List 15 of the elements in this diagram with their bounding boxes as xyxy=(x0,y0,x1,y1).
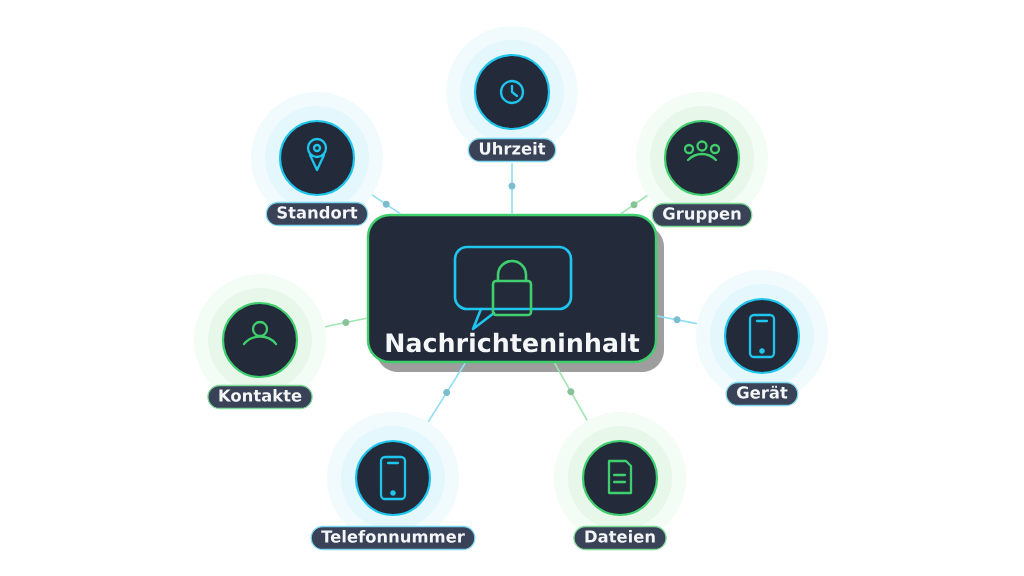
connector-line xyxy=(508,162,516,215)
label-pill: Gerät xyxy=(725,381,799,407)
connector-line xyxy=(371,194,402,215)
label-pill: Uhrzeit xyxy=(467,137,557,163)
connector-line xyxy=(656,315,698,325)
label-pill: Gruppen xyxy=(651,202,753,228)
connector-line xyxy=(553,362,588,422)
label-pill: Kontakte xyxy=(207,384,313,410)
label-pill: Dateien xyxy=(573,525,667,551)
label-pill: Standort xyxy=(265,201,369,227)
label-pill: Telefonnummer xyxy=(310,525,476,551)
connector-line xyxy=(324,317,368,328)
message-box: Nachrichteninhalt xyxy=(366,213,664,372)
connector-line xyxy=(427,362,466,423)
connector-line xyxy=(619,194,649,215)
